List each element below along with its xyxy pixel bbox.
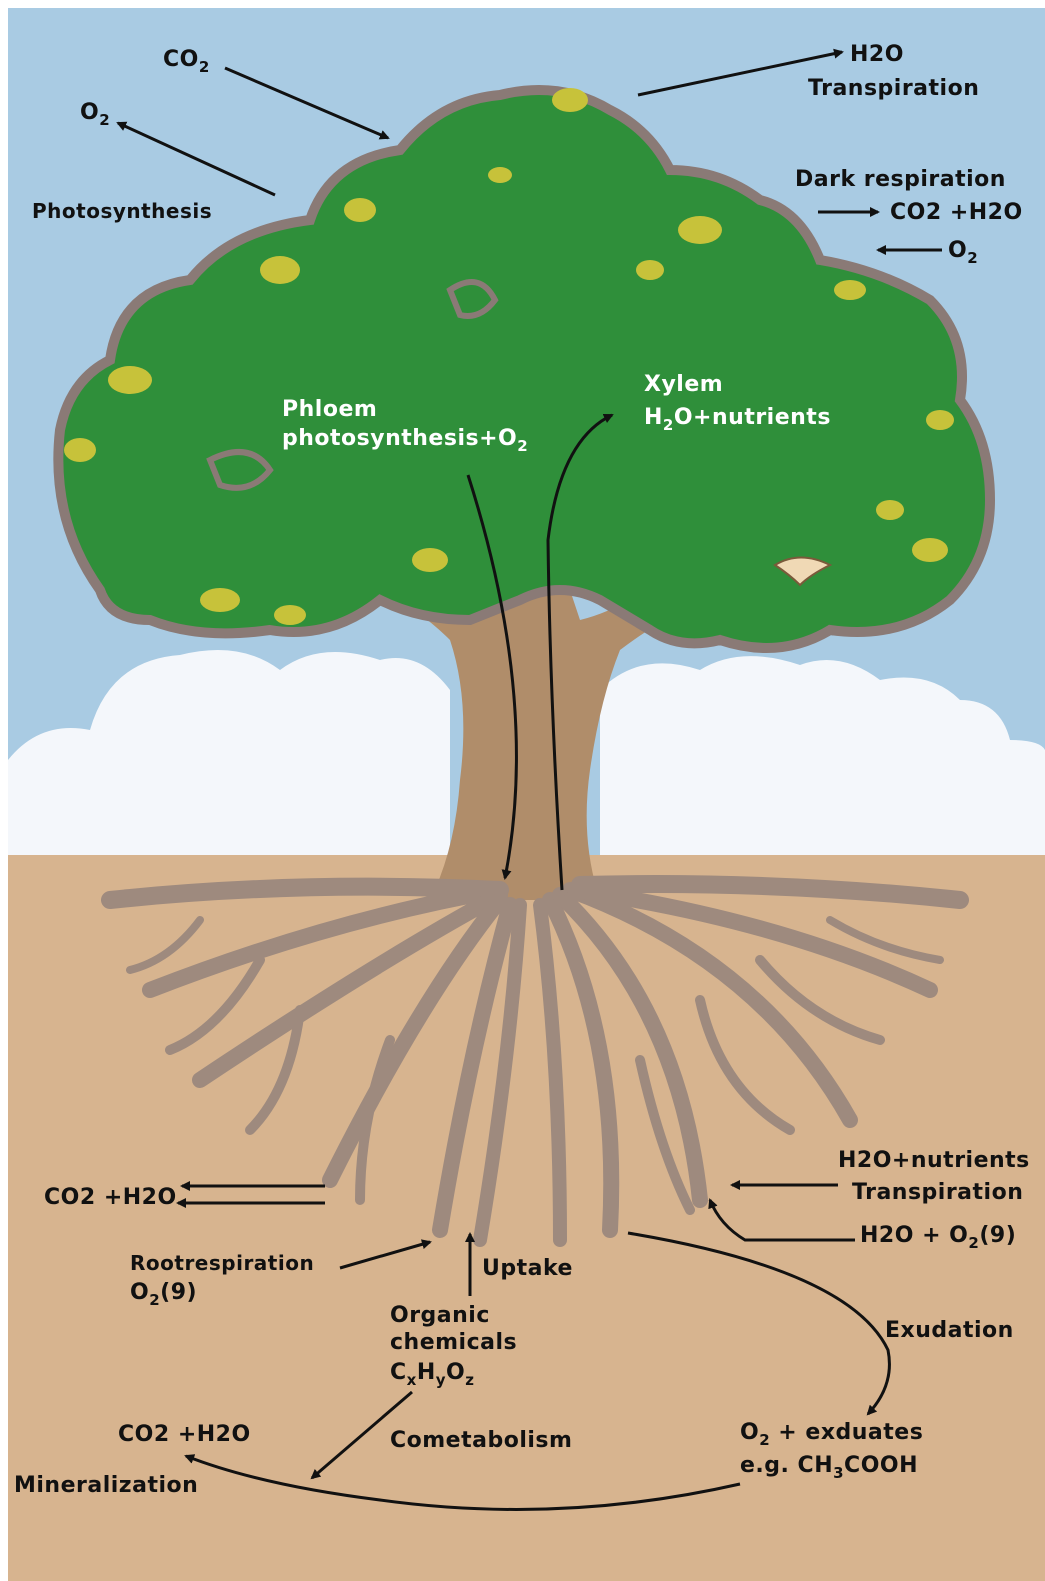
o2-label: O2 bbox=[80, 100, 110, 127]
dark-respiration-label: Dark respiration bbox=[795, 167, 1006, 193]
root-o2-label: O2(9) bbox=[130, 1280, 197, 1307]
phloem-detail-label: photosynthesis+O2 bbox=[282, 426, 528, 453]
example-formula-label: e.g. CH3COOH bbox=[740, 1453, 918, 1480]
uptake-label: Uptake bbox=[482, 1256, 573, 1282]
xylem-label: Xylem bbox=[644, 372, 723, 398]
xylem-detail-label: H2O+nutrients bbox=[644, 405, 831, 432]
co2-h2o-right-label: CO2 +H2O bbox=[890, 200, 1023, 226]
h2o-o2-label: H2O + O2(9) bbox=[860, 1223, 1016, 1250]
cometabolism-label: Cometabolism bbox=[390, 1428, 572, 1454]
mineralization-label: Mineralization bbox=[14, 1473, 198, 1499]
o2-exudates-label: O2 + exduates bbox=[740, 1420, 923, 1447]
phloem-label: Phloem bbox=[282, 397, 377, 423]
chemicals-label: chemicals bbox=[390, 1330, 517, 1356]
transpiration-label: Transpiration bbox=[808, 76, 979, 102]
mineralization-products-label: CO2 +H2O bbox=[118, 1422, 251, 1448]
o2-right-label: O2 bbox=[948, 238, 978, 265]
photosynthesis-label: Photosynthesis bbox=[32, 198, 212, 224]
organic-label: Organic bbox=[390, 1303, 490, 1329]
organic-formula-label: CxHyOz bbox=[390, 1360, 474, 1387]
root-co2-h2o-label: CO2 +H2O bbox=[44, 1185, 177, 1211]
root-respiration-label: Rootrespiration bbox=[130, 1250, 314, 1276]
exudation-label: Exudation bbox=[885, 1318, 1014, 1344]
transpiration-bottom-label: Transpiration bbox=[852, 1180, 1023, 1206]
h2o-label: H2O bbox=[850, 42, 904, 68]
co2-label: CO2 bbox=[163, 47, 210, 74]
h2o-nutrients-label: H2O+nutrients bbox=[838, 1148, 1030, 1174]
